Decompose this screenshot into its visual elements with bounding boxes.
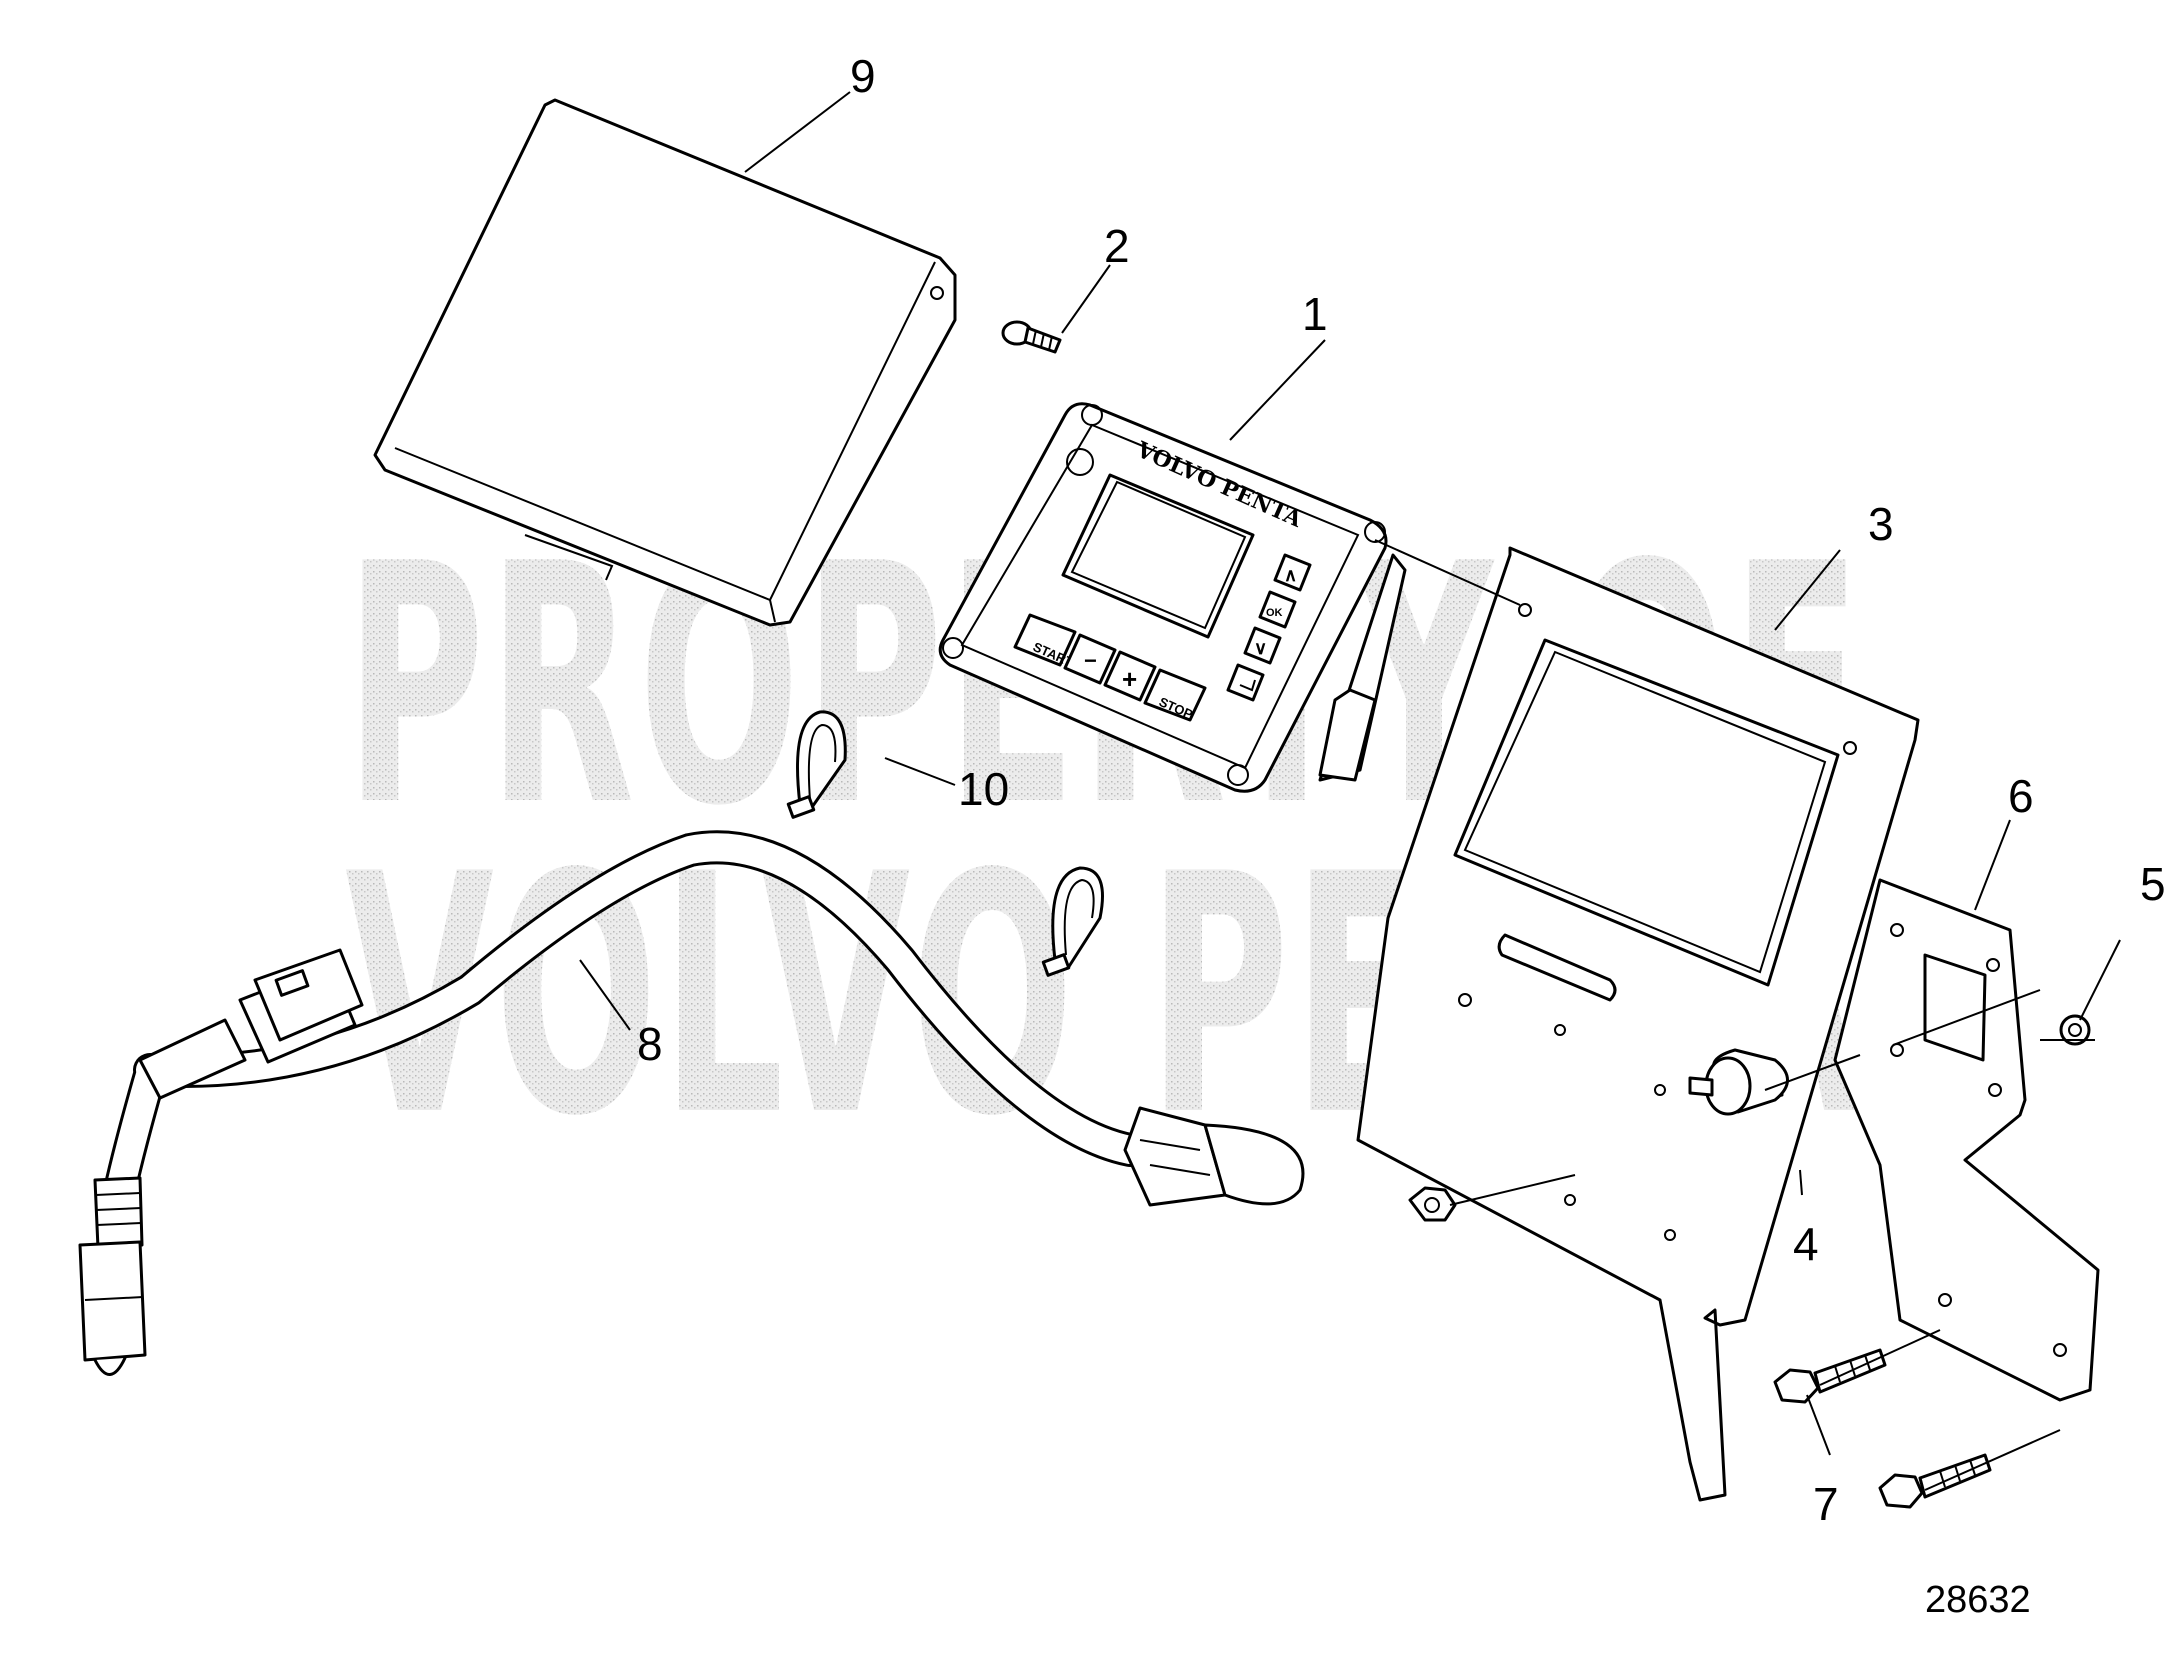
ok-button[interactable]: OK [1258,590,1297,629]
harness-part-8 [78,830,1305,1376]
stop-button[interactable]: STOP [1143,668,1207,722]
minus-button[interactable]: − [1063,633,1117,685]
callout-8: 8 [637,1018,663,1070]
callout-6: 6 [2008,770,2034,822]
plus-button[interactable]: + [1103,650,1157,702]
callout-9: 9 [850,50,876,102]
bolt-part-7-a [1773,1348,1887,1404]
cable-tie-part-10-a [786,710,847,819]
figure-number: 28632 [1925,1579,2031,1621]
callout-1: 1 [1302,288,1328,340]
plate-part-6 [1833,878,2100,1402]
up-button[interactable]: ∧ [1273,553,1312,592]
start-button[interactable]: START [1013,613,1077,670]
callout-7: 7 [1813,1478,1839,1530]
svg-text:∧: ∧ [1284,565,1297,585]
callout-labels: 1 2 3 4 5 6 7 8 9 10 28632 [637,50,2166,1621]
bolt-part-7-b [1878,1453,1992,1509]
bracket-part-3 [1356,546,1920,1502]
callout-5: 5 [2140,858,2166,910]
control-panel-part-1: VOLVO PENTA START − + STOP ∧ OK ∨ [938,402,1407,793]
rubber-mount-part-4 [1688,1048,1789,1116]
cover-part-9 [373,98,957,627]
cable-tie-part-10-b [1041,866,1104,977]
down-button[interactable]: ∨ [1243,626,1282,665]
svg-text:OK: OK [1266,607,1283,619]
leader-lines [579,91,2121,1491]
callout-4: 4 [1793,1218,1819,1270]
svg-text:−: − [1084,648,1097,673]
callout-10: 10 [958,763,1009,815]
svg-text:+: + [1122,664,1137,694]
callout-2: 2 [1104,220,1130,272]
svg-text:∨: ∨ [1254,638,1267,658]
nut-part-5 [2059,1014,2091,1046]
back-button-icon[interactable] [1226,663,1265,702]
screw-part-2 [1001,320,1062,354]
callout-3: 3 [1868,498,1894,550]
nut-icon [1408,1186,1457,1222]
